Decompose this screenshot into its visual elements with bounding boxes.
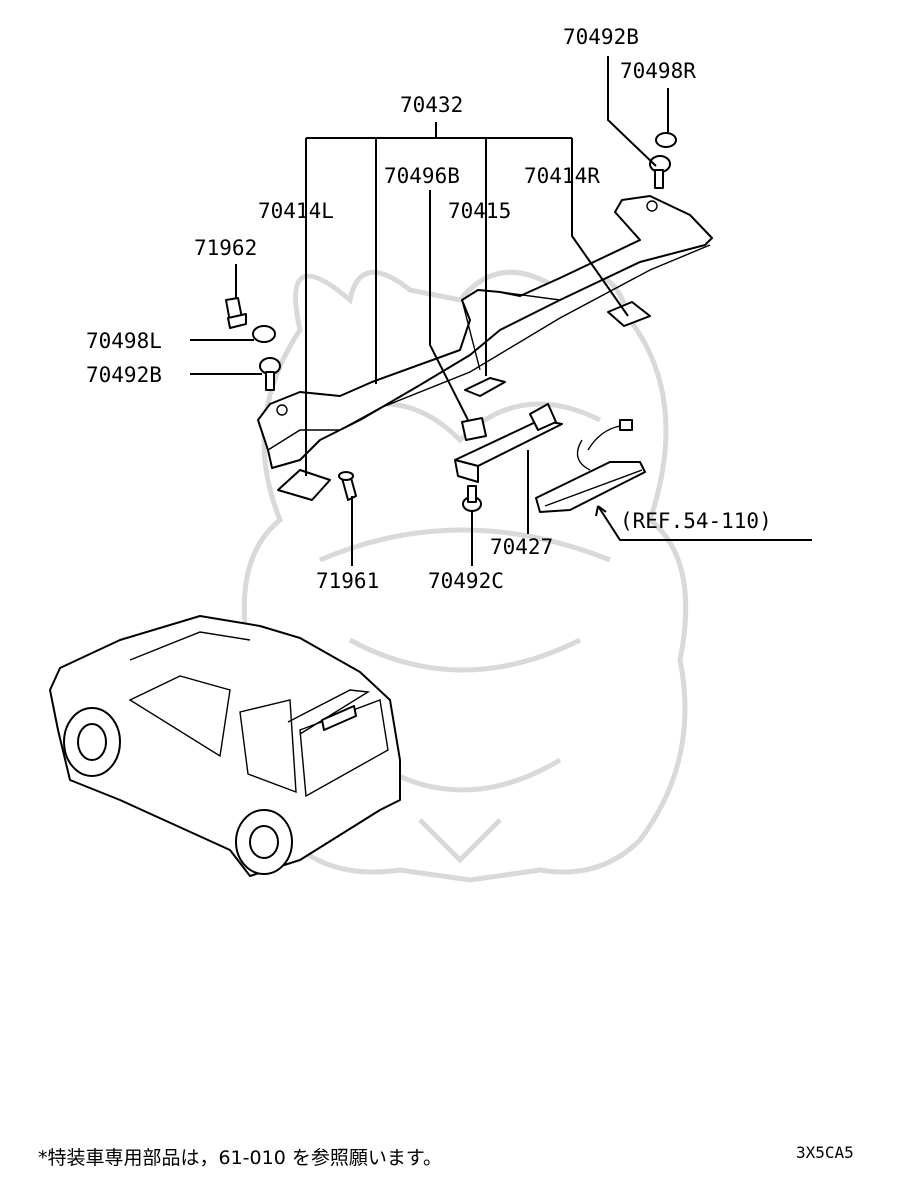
- screw-70492C: [462, 485, 482, 512]
- screw-71961: [338, 471, 357, 501]
- label-70498R: 70498R: [620, 59, 696, 83]
- screw-70492B-top: [649, 155, 671, 189]
- bracket-70415: [464, 377, 506, 397]
- diagram-code: 3X5CA5: [796, 1143, 854, 1162]
- label-70492B-left: 70492B: [86, 363, 162, 387]
- label-71962: 71962: [194, 236, 257, 260]
- bracket-70414L: [277, 469, 331, 501]
- label-70492C: 70492C: [428, 569, 504, 593]
- cap-70498L: [252, 325, 276, 343]
- label-70414R: 70414R: [524, 164, 600, 188]
- vehicle-illustration: [49, 615, 401, 877]
- label-71961: 71961: [316, 569, 379, 593]
- leader-lines: [190, 56, 812, 566]
- clip-71962: [225, 297, 247, 329]
- footnote: *特装車専用部品は，61-010 を参照願います。: [38, 1147, 442, 1169]
- label-70492B-top: 70492B: [563, 25, 639, 49]
- label-70427: 70427: [490, 535, 553, 559]
- high-mount-stop-lamp: [535, 419, 646, 513]
- clip-70496B: [461, 417, 487, 441]
- label-70415: 70415: [448, 199, 511, 223]
- label-70432: 70432: [400, 93, 463, 117]
- label-70498L: 70498L: [86, 329, 162, 353]
- cap-70498R: [655, 132, 677, 148]
- bracket-70414R: [607, 301, 651, 327]
- label-70496B: 70496B: [384, 164, 460, 188]
- label-70414L: 70414L: [258, 199, 334, 223]
- label-ref-54-110: (REF.54-110): [620, 509, 772, 533]
- lamp-bracket-70427: [454, 403, 563, 483]
- screw-70492B-left: [259, 357, 281, 391]
